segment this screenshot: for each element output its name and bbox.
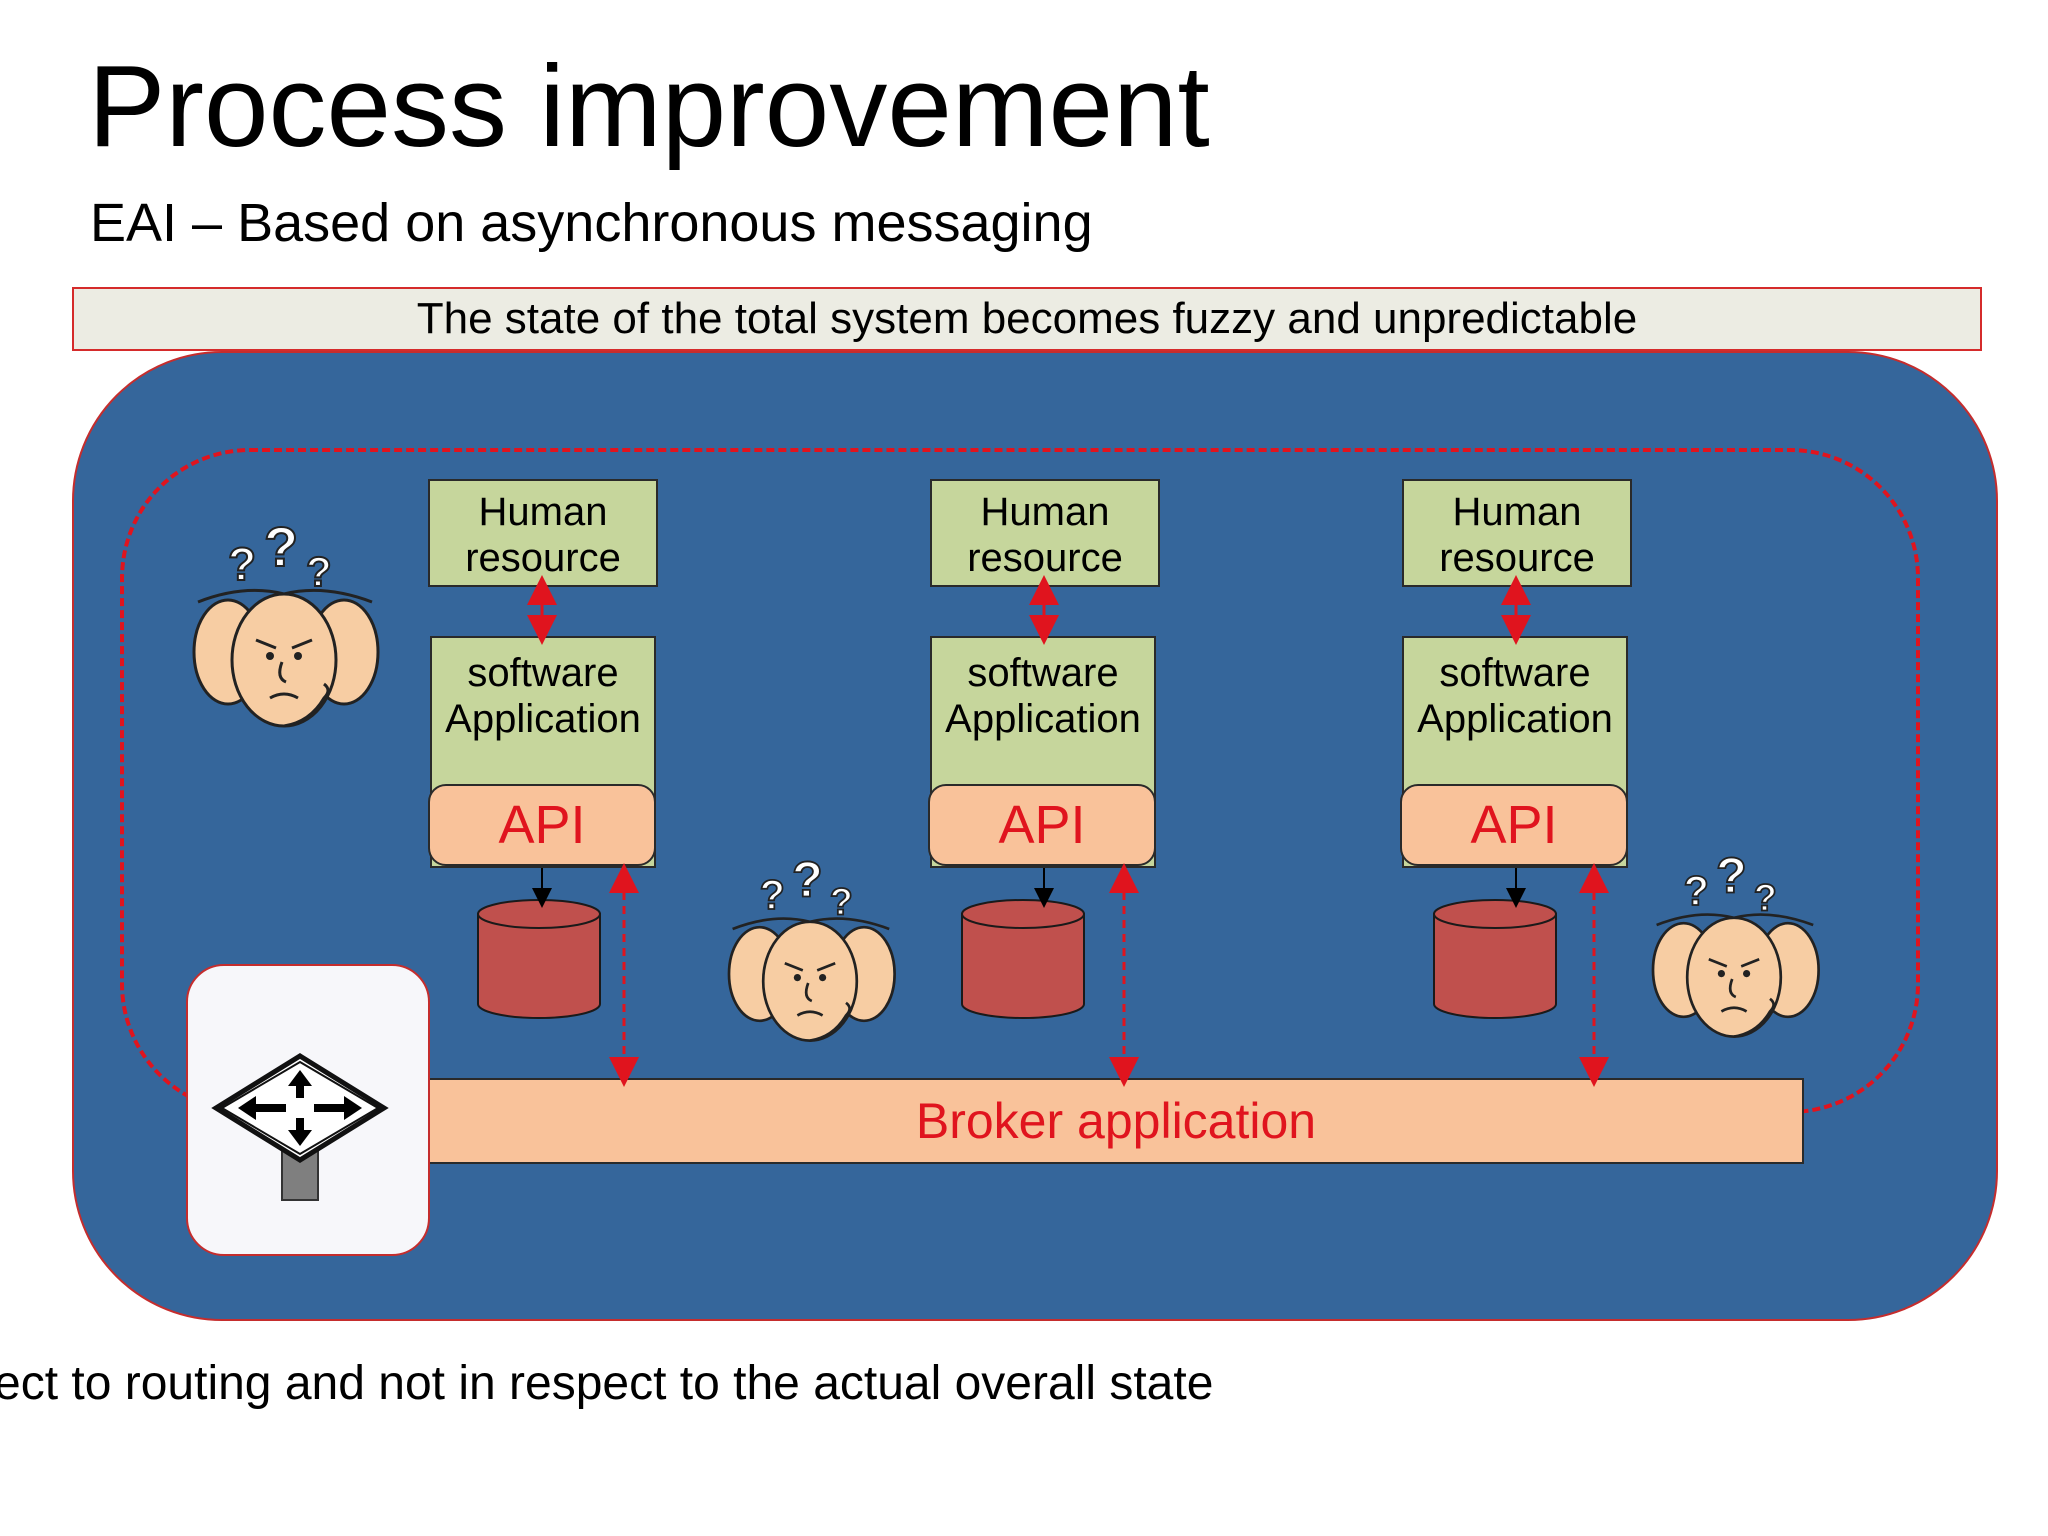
- hr-label-line1: Human: [1452, 490, 1582, 534]
- svg-text:?: ?: [1754, 878, 1777, 920]
- router-card: [186, 964, 430, 1256]
- database-icon: [1433, 899, 1557, 1019]
- api-box-1: API: [428, 784, 656, 866]
- human-resource-box-2: Human resource: [930, 479, 1160, 587]
- confused-faces-icon: ? ? ?: [1651, 852, 1820, 1038]
- hr-label-line2: resource: [465, 536, 621, 580]
- state-banner: The state of the total system becomes fu…: [72, 287, 1982, 351]
- human-resource-box-3: Human resource: [1402, 479, 1632, 587]
- confused-faces-icon: ? ? ?: [727, 856, 896, 1042]
- svg-text:?: ?: [792, 856, 823, 908]
- app-label-line1: software: [1439, 651, 1591, 695]
- routing-sign-icon: [211, 1053, 389, 1201]
- svg-text:?: ?: [264, 522, 298, 578]
- app-label-line1: software: [467, 651, 619, 695]
- hr-label-line2: resource: [1439, 536, 1595, 580]
- hr-label-line2: resource: [967, 536, 1123, 580]
- svg-text:?: ?: [760, 872, 785, 918]
- hr-label-line1: Human: [478, 490, 608, 534]
- app-label-line1: software: [967, 651, 1119, 695]
- svg-text:?: ?: [1684, 868, 1709, 914]
- svg-text:?: ?: [306, 548, 332, 595]
- api-box-2: API: [928, 784, 1156, 866]
- database-icon: [477, 899, 601, 1019]
- confused-faces-icon: ? ? ?: [192, 522, 380, 728]
- page-title: Process improvement: [88, 41, 1210, 171]
- svg-text:?: ?: [1716, 852, 1747, 904]
- app-label-line2: Application: [945, 697, 1141, 741]
- svg-text:?: ?: [228, 538, 256, 590]
- footer-text: ect to routing and not in respect to the…: [0, 1357, 1214, 1410]
- api-box-3: API: [1400, 784, 1628, 866]
- svg-text:?: ?: [830, 882, 853, 924]
- page-subtitle: EAI – Based on asynchronous messaging: [90, 193, 1093, 253]
- app-label-line2: Application: [445, 697, 641, 741]
- app-label-line2: Application: [1417, 697, 1613, 741]
- hr-label-line1: Human: [980, 490, 1110, 534]
